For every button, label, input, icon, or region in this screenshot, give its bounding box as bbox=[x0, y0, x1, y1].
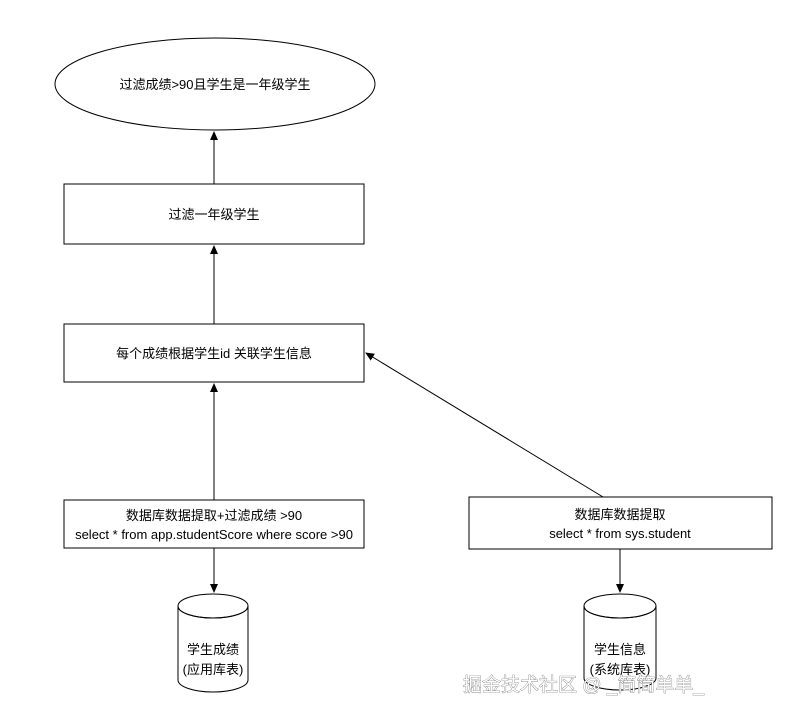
watermark: 掘金技术社区 @ _简简单单_ bbox=[463, 674, 704, 696]
arrow-students-to-join bbox=[365, 352, 604, 498]
node-result: 过滤成绩>90且学生是一年级学生 bbox=[54, 37, 376, 131]
node-filter-grade-label: 过滤一年级学生 bbox=[168, 207, 259, 222]
db-scores-cylinder: 学生成绩 (应用库表) bbox=[177, 593, 249, 693]
node-extract-students: 数据库数据提取 select * from sys.student bbox=[468, 496, 773, 550]
db-scores-line2: (应用库表) bbox=[183, 662, 244, 677]
node-extract-students-line2: select * from sys.student bbox=[549, 526, 691, 541]
node-extract-scores-line1: 数据库数据提取+过滤成绩 >90 bbox=[126, 508, 302, 523]
node-join-label: 每个成绩根据学生id 关联学生信息 bbox=[116, 346, 312, 361]
node-result-label: 过滤成绩>90且学生是一年级学生 bbox=[119, 77, 310, 92]
db-students-line2: (系统库表) bbox=[590, 662, 651, 677]
node-join: 每个成绩根据学生id 关联学生信息 bbox=[63, 323, 365, 383]
db-students-line1: 学生信息 bbox=[594, 642, 646, 657]
node-extract-scores: 数据库数据提取+过滤成绩 >90 select * from app.stude… bbox=[63, 499, 365, 549]
db-scores-line1: 学生成绩 bbox=[187, 642, 239, 657]
node-extract-scores-line2: select * from app.studentScore where sco… bbox=[75, 527, 353, 542]
node-filter-grade: 过滤一年级学生 bbox=[63, 183, 365, 245]
db-students-cylinder: 学生信息 (系统库表) bbox=[583, 593, 657, 691]
node-extract-students-line1: 数据库数据提取 bbox=[574, 507, 665, 522]
